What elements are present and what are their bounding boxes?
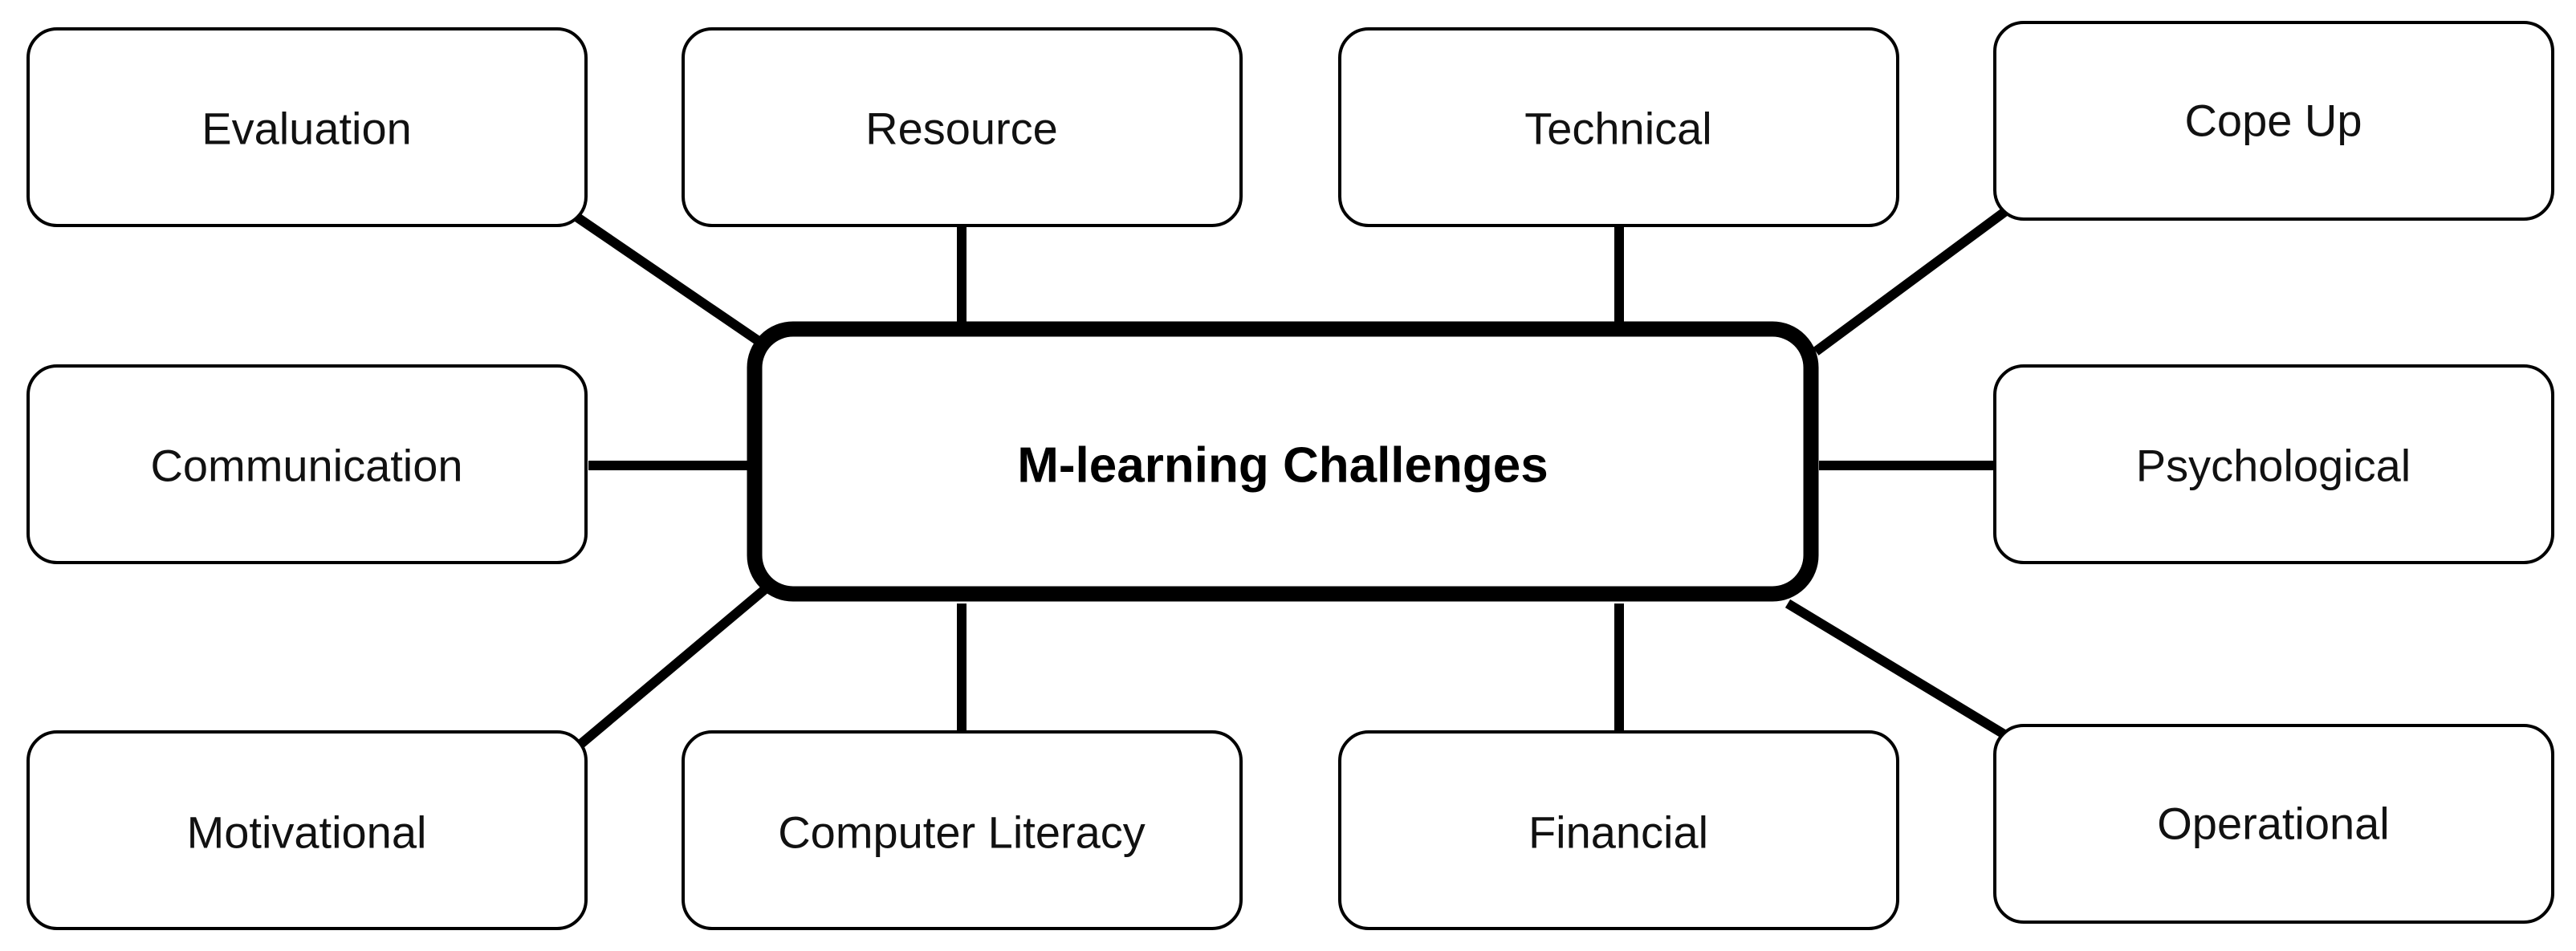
connector-cope-up xyxy=(1813,206,2010,356)
node-financial: Financial xyxy=(1338,730,1899,930)
node-label: Communication xyxy=(150,441,462,491)
node-operational: Operational xyxy=(1993,724,2554,924)
node-box xyxy=(1338,27,1899,227)
node-evaluation: Evaluation xyxy=(26,27,588,227)
connector-motivational xyxy=(575,586,767,750)
node-resource: Resource xyxy=(682,27,1243,227)
node-cope-up: Cope Up xyxy=(1993,21,2554,221)
node-computer-literacy: Computer Literacy xyxy=(682,730,1243,930)
node-box xyxy=(1993,21,2554,221)
node-label: Motivational xyxy=(187,807,427,858)
node-label: Computer Literacy xyxy=(778,807,1146,858)
node-label: Cope Up xyxy=(2184,96,2362,146)
node-box xyxy=(1338,730,1899,930)
node-label: Psychological xyxy=(2136,441,2411,491)
node-label: Resource xyxy=(865,104,1058,154)
connector-evaluation xyxy=(571,211,762,345)
node-box xyxy=(26,364,588,564)
central-node-label: M-learning Challenges xyxy=(1017,438,1548,494)
node-box xyxy=(1993,364,2554,564)
node-label: Technical xyxy=(1524,104,1711,154)
node-label: Financial xyxy=(1528,807,1708,858)
node-box xyxy=(682,27,1243,227)
node-label: Evaluation xyxy=(201,104,412,154)
node-label: Operational xyxy=(2157,799,2390,849)
node-box xyxy=(26,730,588,930)
connector-operational xyxy=(1784,599,2010,741)
node-box xyxy=(1993,724,2554,924)
node-box xyxy=(682,730,1243,930)
node-technical: Technical xyxy=(1338,27,1899,227)
central-node-box xyxy=(747,321,1819,602)
node-box xyxy=(26,27,588,227)
node-communication: Communication xyxy=(26,364,588,564)
node-psychological: Psychological xyxy=(1993,364,2554,564)
connectors xyxy=(571,206,2010,750)
central-node: M-learning Challenges xyxy=(747,321,1819,602)
node-motivational: Motivational xyxy=(26,730,588,930)
